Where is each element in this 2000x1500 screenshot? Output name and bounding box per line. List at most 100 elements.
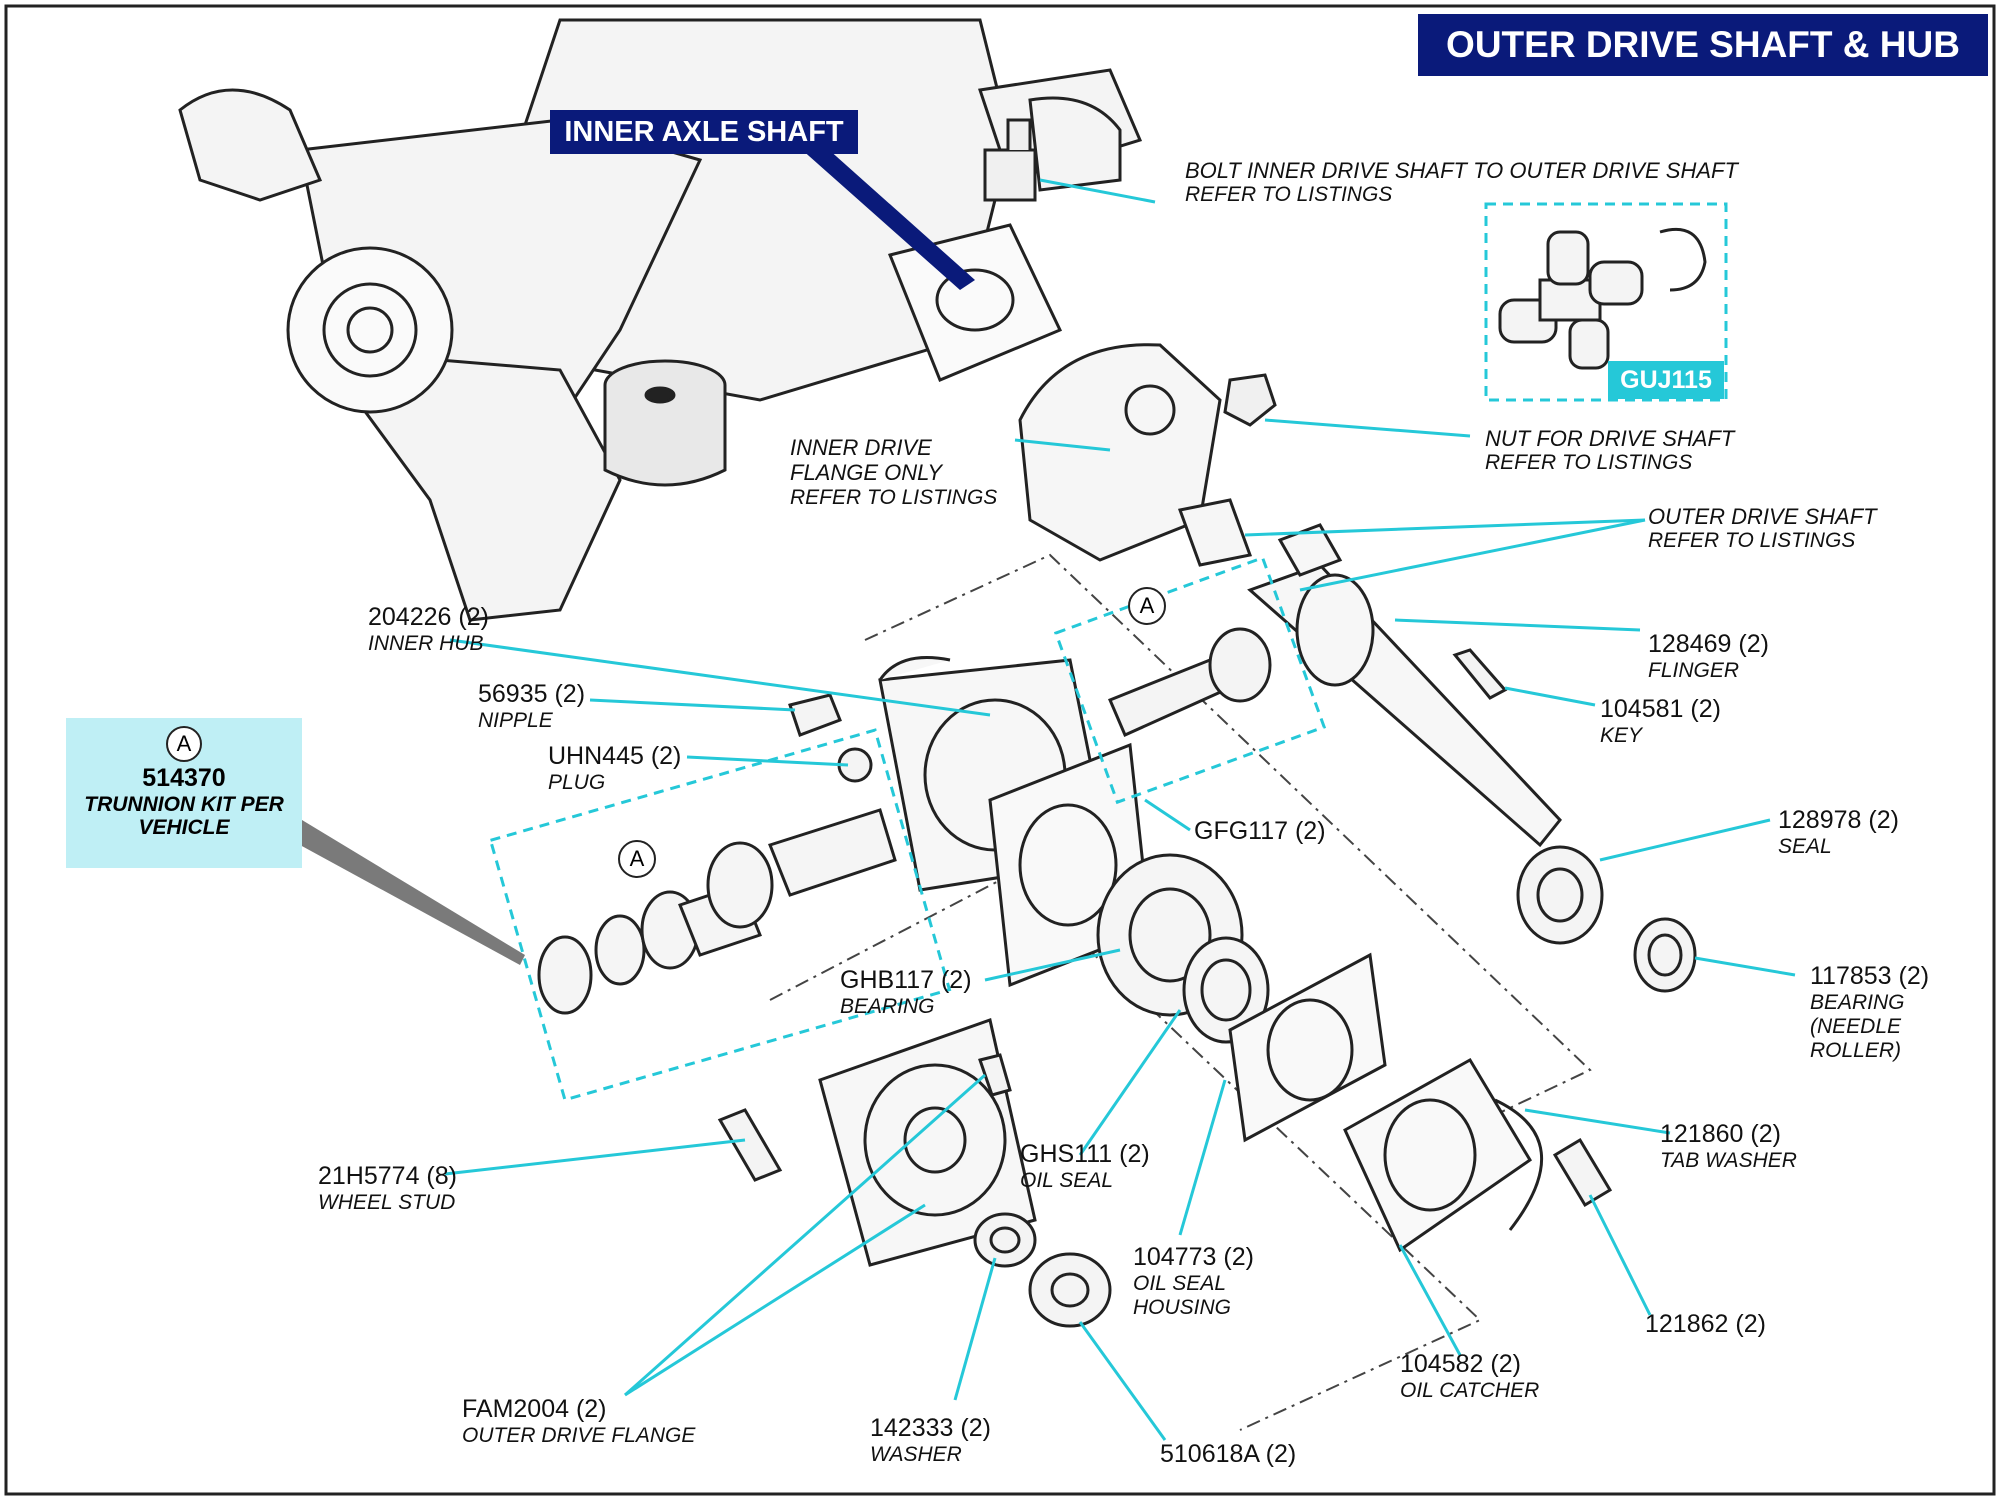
part-56935: 56935 (2) NIPPLE — [478, 680, 585, 733]
outer-frame — [4, 4, 1996, 1496]
part-117853: 117853 (2) BEARING (NEEDLE ROLLER) — [1810, 962, 1929, 1063]
trunnion-kit-callout: A 514370 TRUNNION KIT PER VEHICLE — [66, 718, 302, 868]
oil-catcher — [1343, 1057, 1533, 1253]
part-number: 104773 (2) — [1133, 1243, 1254, 1271]
guj115-badge: GUJ115 — [1608, 361, 1724, 399]
part-FAM2004: FAM2004 (2) OUTER DRIVE FLANGE — [462, 1395, 695, 1448]
part-104582: 104582 (2) OIL CATCHER — [1400, 1350, 1539, 1403]
part-UHN445: UHN445 (2) PLUG — [548, 742, 681, 795]
part-description: KEY — [1600, 723, 1643, 747]
part-description: TAB WASHER — [1660, 1148, 1797, 1172]
trunnion-kit-box-lower — [488, 728, 952, 1102]
nut-callout-title: NUT FOR DRIVE SHAFT — [1485, 426, 1735, 451]
kit-description-line1: TRUNNION KIT PER — [84, 793, 284, 816]
kit-pointer — [300, 820, 525, 965]
part-number: 510618A (2) — [1160, 1440, 1297, 1468]
part-104581: 104581 (2) KEY — [1600, 695, 1721, 748]
kit-description-line2: VEHICLE — [138, 816, 230, 840]
kit-marker-upper: A — [1128, 587, 1166, 625]
kit-part-number: 514370 — [142, 764, 226, 792]
part-204226: 204226 (2) INNER HUB — [368, 603, 489, 656]
inner-flange-ref: REFER TO LISTINGS — [790, 485, 998, 509]
outer-drive-shaft — [1247, 523, 1562, 848]
part-description-1: OIL SEAL — [1133, 1271, 1227, 1295]
needle-bearing — [1633, 917, 1697, 993]
part-number: GHB117 (2) — [840, 966, 972, 994]
part-number: 128978 (2) — [1778, 806, 1899, 834]
part-description-1: BEARING — [1810, 990, 1905, 1014]
inner-drive-flange — [1018, 343, 1253, 567]
part-number: 121862 (2) — [1645, 1310, 1766, 1338]
part-number: 104582 (2) — [1400, 1350, 1521, 1378]
inner-axle-pointer — [800, 140, 975, 290]
part-GFG117: GFG117 (2) — [1194, 817, 1326, 846]
nut-callout-ref: REFER TO LISTINGS — [1485, 451, 1693, 475]
part-description: NIPPLE — [478, 708, 553, 732]
part-128978: 128978 (2) SEAL — [1778, 806, 1899, 859]
diff-side-flange — [286, 246, 454, 414]
rubber-mounting — [603, 359, 727, 487]
part-128469: 128469 (2) FLINGER — [1648, 630, 1769, 683]
inner-flange-line2: FLANGE ONLY — [790, 460, 943, 486]
part-GHB117: GHB117 (2) BEARING — [840, 966, 972, 1019]
part-description: WHEEL STUD — [318, 1190, 456, 1214]
nut-callout: NUT FOR DRIVE SHAFT REFER TO LISTINGS — [1485, 426, 1734, 475]
inner-flange-callout: INNER DRIVE FLANGE ONLY REFER TO LISTING… — [790, 435, 997, 510]
part-description: SEAL — [1778, 834, 1832, 858]
universal-joint-illustration — [1498, 227, 1707, 370]
kit-marker-lower: A — [618, 840, 656, 878]
part-description: INNER HUB — [368, 631, 484, 655]
wheel-stud — [717, 1053, 1012, 1182]
part-number: 117853 (2) — [1810, 962, 1930, 990]
bolt-callout: BOLT INNER DRIVE SHAFT TO OUTER DRIVE SH… — [1185, 158, 1738, 207]
part-number: 128469 (2) — [1648, 630, 1769, 658]
part-21H5774: 21H5774 (8) WHEEL STUD — [318, 1162, 457, 1215]
part-number: GFG117 (2) — [1194, 817, 1326, 845]
bolt-callout-ref: REFER TO LISTINGS — [1185, 183, 1393, 207]
part-description: WASHER — [870, 1442, 962, 1466]
washer-142333 — [973, 1212, 1037, 1268]
outer-shaft-callout: OUTER DRIVE SHAFT REFER TO LISTINGS — [1648, 504, 1877, 553]
outer-drive-flange — [818, 1018, 1037, 1267]
part-104773: 104773 (2) OIL SEAL HOUSING — [1133, 1243, 1254, 1320]
part-number: 56935 (2) — [478, 680, 586, 708]
part-121862: 121862 (2) — [1645, 1310, 1766, 1339]
inner-axle-shaft-label: INNER AXLE SHAFT — [550, 110, 858, 154]
part-number: FAM2004 (2) — [462, 1395, 607, 1423]
bolt-callout-title: BOLT INNER DRIVE SHAFT TO OUTER DRIVE SH… — [1185, 158, 1738, 183]
part-description: PLUG — [548, 770, 606, 794]
guj-kit-box — [1484, 202, 1728, 402]
inner-flange-line1: INNER DRIVE — [790, 435, 932, 460]
part-number: GHS111 (2) — [1020, 1140, 1150, 1168]
part-description: BEARING — [840, 994, 935, 1018]
nipple-and-plug — [788, 693, 873, 783]
part-description: OUTER DRIVE FLANGE — [462, 1423, 696, 1447]
outer-shaft-title: OUTER DRIVE SHAFT — [1648, 504, 1877, 529]
seal-128978 — [1516, 845, 1604, 945]
part-number: 121860 (2) — [1660, 1120, 1781, 1148]
part-description: OIL CATCHER — [1400, 1378, 1540, 1402]
part-number: 21H5774 (8) — [318, 1162, 457, 1190]
oil-seal — [1182, 936, 1270, 1044]
part-number: UHN445 (2) — [548, 742, 682, 770]
part-description: OIL SEAL — [1020, 1168, 1114, 1192]
key — [1452, 648, 1508, 700]
part-description: FLINGER — [1648, 658, 1740, 682]
kit-marker: A — [166, 726, 202, 762]
bolt-inner-drive — [983, 118, 1037, 202]
bolt-121862 — [1552, 1137, 1613, 1208]
trunnion-parts — [537, 808, 897, 1015]
part-number: 204226 (2) — [368, 603, 489, 631]
part-number: 142333 (2) — [870, 1414, 991, 1442]
part-description-2: (NEEDLE — [1810, 1014, 1902, 1038]
page-title: OUTER DRIVE SHAFT & HUB — [1418, 14, 1988, 76]
part-142333: 142333 (2) WASHER — [870, 1414, 991, 1467]
part-description-3: ROLLER) — [1810, 1039, 1902, 1063]
trunnion-pin — [1108, 627, 1272, 737]
part-description-2: HOUSING — [1133, 1295, 1232, 1319]
part-121860: 121860 (2) TAB WASHER — [1660, 1120, 1797, 1173]
part-510618A: 510618A (2) — [1160, 1440, 1296, 1469]
part-number: 104581 (2) — [1600, 695, 1721, 723]
drive-shaft-nut — [1223, 373, 1277, 427]
